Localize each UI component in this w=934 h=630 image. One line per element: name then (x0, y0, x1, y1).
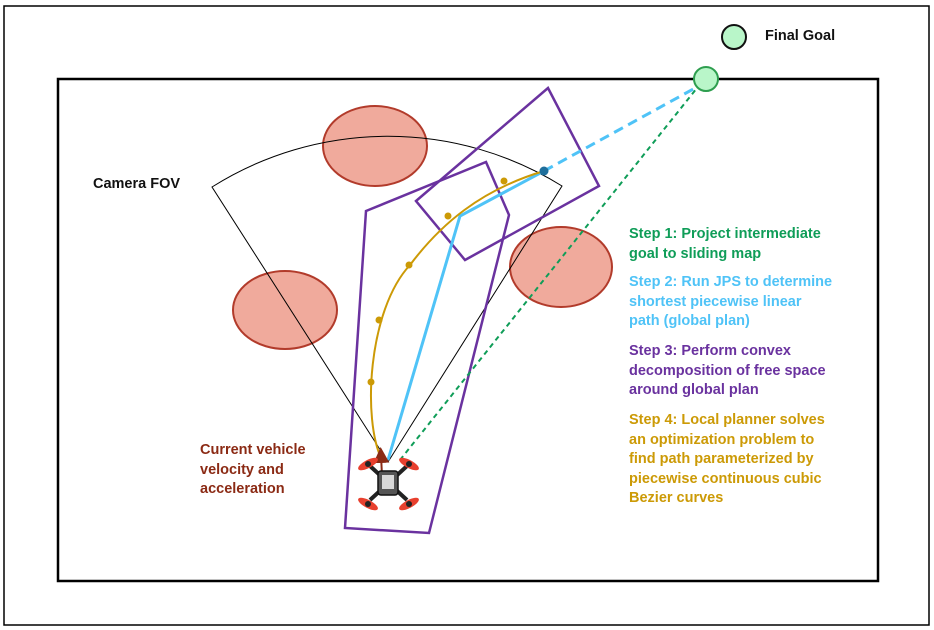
vehicle-label-line: velocity and (200, 461, 284, 478)
polytope-upper (414, 86, 601, 262)
jps-extension-dashed (543, 85, 698, 173)
step-line: around global plan (629, 382, 759, 398)
camera-fov-label: Camera FOV (93, 176, 181, 192)
step-2-text: Step 2: Run JPS to determine shortest pi… (629, 273, 832, 332)
outer-frame (3, 5, 930, 626)
bezier-control-point (405, 261, 413, 269)
step-line: find path parameterized by (629, 451, 814, 467)
step-line: goal to sliding map (629, 245, 762, 262)
final-goal-label: Final Goal (765, 28, 836, 44)
vehicle-label-line: Current vehicle (200, 442, 306, 458)
step-line: shortest piecewise linear (629, 293, 802, 310)
obstacle-top (322, 105, 428, 187)
step-line: Step 2: Run JPS to determine (629, 274, 833, 290)
step-line: Step 4: Local planner solves (629, 412, 825, 428)
step-1-text: Step 1: Project intermediate goal to sli… (629, 225, 821, 264)
intermediate-goal-projection (399, 87, 698, 461)
intermediate-goal-point (539, 166, 549, 176)
step-line: Step 3: Perform convex (629, 343, 791, 359)
step-line: decomposition of free space (629, 362, 826, 379)
bezier-control-point (444, 212, 452, 220)
bezier-control-point (375, 316, 383, 324)
vehicle-label: Current vehicle velocity and acceleratio… (200, 441, 306, 500)
drone-icon (358, 457, 419, 511)
step-4-text: Step 4: Local planner solves an optimiza… (629, 411, 825, 509)
obstacle-right (509, 226, 613, 308)
step-line: Bezier curves (629, 490, 724, 506)
sliding-map-boundary (56, 77, 880, 583)
step-3-text: Step 3: Perform convex decomposition of … (629, 342, 826, 401)
final-goal-legend-icon (721, 24, 747, 50)
vehicle-label-line: acceleration (200, 481, 285, 497)
step-line: piecewise continuous cubic (629, 470, 822, 487)
final-goal-marker (693, 66, 719, 92)
obstacle-left (232, 270, 338, 350)
jps-global-path (386, 169, 545, 461)
camera-fov-wedge (211, 135, 563, 463)
step-line: an optimization problem to (629, 431, 815, 448)
step-line: Step 1: Project intermediate (629, 226, 821, 242)
polytope-lower (343, 160, 511, 535)
bezier-control-point (500, 177, 508, 185)
bezier-control-point (367, 378, 375, 386)
step-line: path (global plan) (629, 313, 750, 329)
